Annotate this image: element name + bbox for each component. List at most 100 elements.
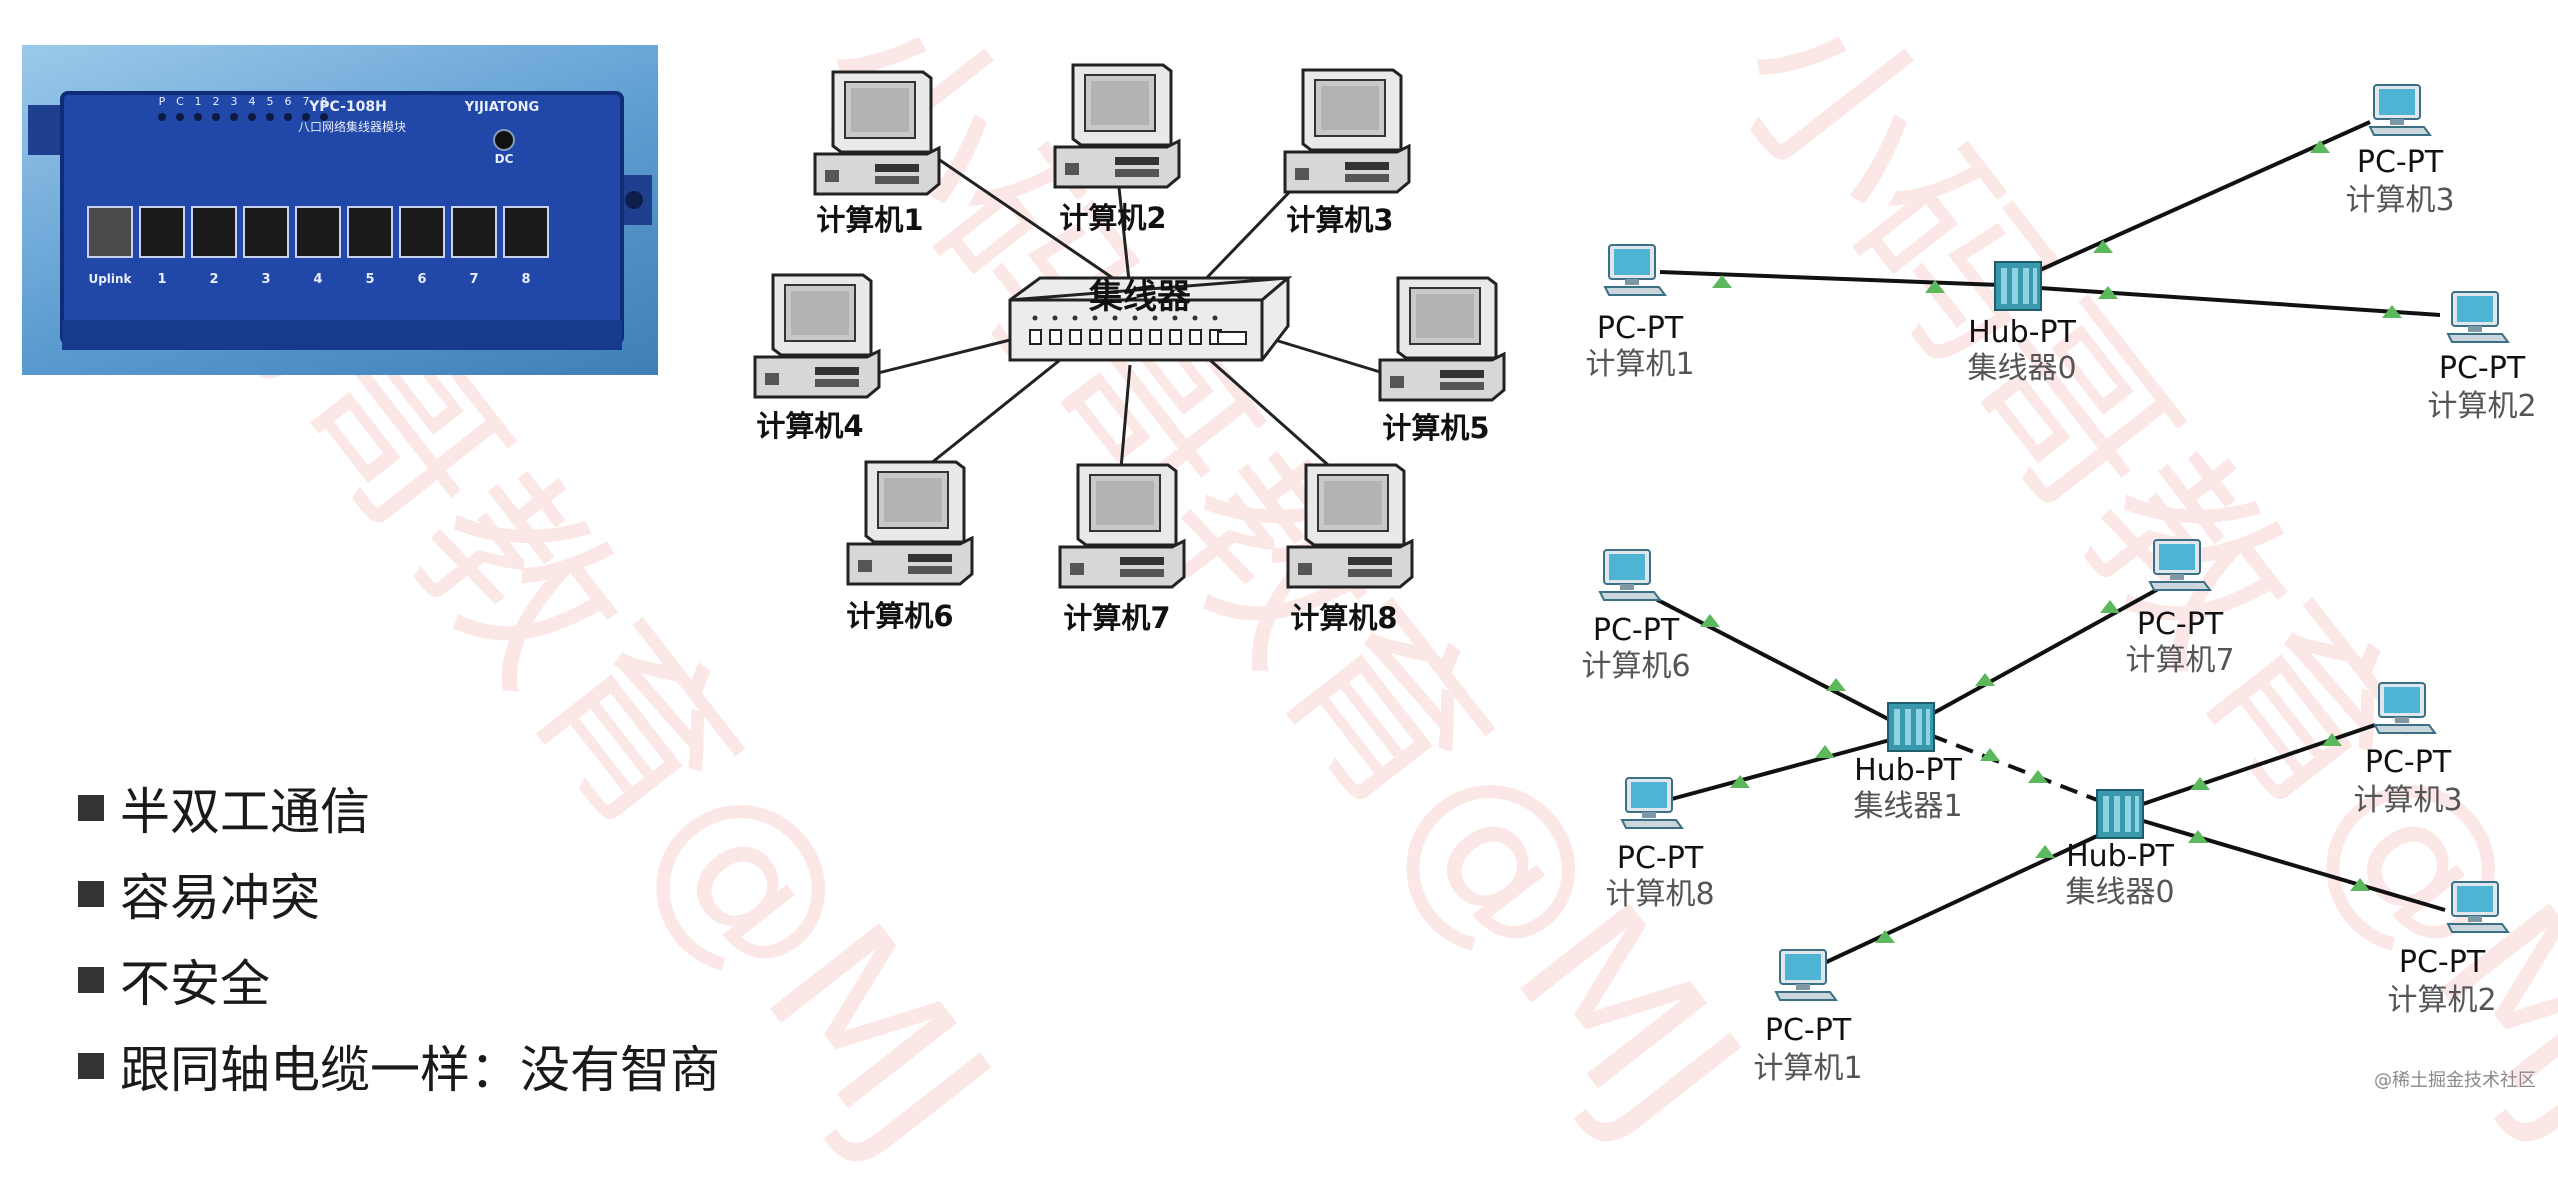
link bbox=[2139, 723, 2376, 807]
pc-icon bbox=[1604, 244, 1666, 296]
hub-ports bbox=[1029, 315, 1247, 345]
device-base bbox=[62, 320, 622, 350]
star-hub-label: 集线器 bbox=[1088, 277, 1192, 317]
pc-type: PC-PT bbox=[1765, 1013, 1852, 1048]
star-pc-5 bbox=[1378, 276, 1506, 402]
pc-icon bbox=[2369, 84, 2431, 136]
star-pc-6 bbox=[846, 460, 974, 586]
link bbox=[924, 148, 1146, 302]
power-label: DC bbox=[495, 152, 514, 166]
hub-led bbox=[1172, 315, 1178, 321]
hub-type: Hub-PT bbox=[1968, 315, 2077, 350]
port-label: 8 bbox=[521, 272, 530, 287]
rj45-port bbox=[451, 206, 497, 258]
hub-led bbox=[1152, 315, 1158, 321]
star-pc-3 bbox=[1283, 68, 1411, 194]
pc-name: 计算机3 bbox=[2345, 183, 2454, 218]
port-label: 5 bbox=[365, 272, 374, 287]
link bbox=[2139, 818, 2446, 912]
led-label: 3 bbox=[231, 95, 238, 108]
link-marker bbox=[1925, 280, 1945, 293]
device-subtitle: 八口网络集线器模块 bbox=[298, 119, 406, 134]
power-jack bbox=[493, 129, 515, 151]
pc-name: 计算机2 bbox=[2387, 983, 2496, 1018]
led-label: 8 bbox=[321, 95, 328, 108]
link bbox=[1274, 338, 1391, 377]
port-label: Uplink bbox=[88, 272, 132, 286]
packet-tracer-two-hubs: PC-PT 计算机6 PC-PT 计算机7 PC-PT 计算机8 PC-PT 计… bbox=[1581, 539, 2509, 1086]
feature-list: 半双工通信 容易冲突 不安全 跟同轴电缆一样：没有智商 bbox=[78, 765, 720, 1109]
packet-tracer-single-hub: PC-PT 计算机1 Hub-PT 集线器0 PC-PT 计算机3 PC-PT … bbox=[1585, 84, 2537, 424]
link bbox=[1659, 270, 2001, 287]
led-indicator bbox=[212, 113, 220, 121]
star-pc-4 bbox=[753, 273, 881, 399]
screw-hole bbox=[625, 191, 643, 209]
list-item: 不安全 bbox=[78, 937, 720, 1023]
pc-icon bbox=[1599, 549, 1661, 601]
link-marker bbox=[1875, 930, 1895, 943]
hub-led bbox=[1092, 315, 1098, 321]
hub-port bbox=[1069, 329, 1082, 345]
link-marker bbox=[2350, 878, 2370, 891]
star-pc-7 bbox=[1058, 463, 1186, 589]
link-marker bbox=[1712, 275, 1732, 288]
rj45-port bbox=[191, 206, 237, 258]
hub-port bbox=[1149, 329, 1162, 345]
list-item-text: 半双工通信 bbox=[120, 783, 370, 841]
hub-led bbox=[1212, 315, 1218, 321]
port-label: 4 bbox=[313, 272, 322, 287]
link bbox=[2039, 286, 2441, 317]
link-marker bbox=[2098, 286, 2118, 299]
hub-port bbox=[1049, 329, 1062, 345]
link-marker bbox=[1730, 775, 1750, 788]
rj45-port bbox=[87, 206, 133, 258]
pc-name: 计算机3 bbox=[2353, 783, 2462, 818]
led-indicator bbox=[302, 113, 310, 121]
rj45-port bbox=[139, 206, 185, 258]
port-label: 2 bbox=[209, 272, 218, 287]
pc-type: PC-PT bbox=[2357, 145, 2444, 180]
led-indicator bbox=[284, 113, 292, 121]
link bbox=[869, 338, 1011, 377]
led-label: P bbox=[159, 95, 166, 108]
star-pc-1 bbox=[813, 70, 941, 196]
pc-type: PC-PT bbox=[2137, 607, 2224, 642]
pc-icon bbox=[2374, 682, 2436, 734]
link-marker bbox=[1975, 673, 1995, 686]
led-label: C bbox=[176, 95, 184, 108]
link-marker bbox=[2382, 305, 2402, 318]
rj45-port bbox=[347, 206, 393, 258]
hub-icon bbox=[1887, 702, 1935, 752]
list-item: 容易冲突 bbox=[78, 851, 720, 937]
pc-icon bbox=[2447, 881, 2509, 933]
hub-name: 集线器0 bbox=[2065, 875, 2174, 910]
star-topology: 集线器 计算机1 计算机2 计算机3 计算机4 计算机5 计算机6 计算机7 计… bbox=[753, 63, 1506, 635]
link-marker bbox=[1815, 745, 1835, 758]
hub-type: Hub-PT bbox=[2066, 839, 2175, 874]
hub-port bbox=[1129, 329, 1142, 345]
link bbox=[1929, 586, 2161, 717]
led-label: 1 bbox=[195, 95, 202, 108]
link-marker bbox=[1826, 678, 1846, 691]
link-marker bbox=[1980, 748, 2000, 761]
led-indicator bbox=[230, 113, 238, 121]
link bbox=[909, 358, 1061, 482]
star-pc-8 bbox=[1286, 463, 1414, 589]
hub-led bbox=[1032, 315, 1038, 321]
hub-uplink-port bbox=[1217, 331, 1247, 345]
link bbox=[1118, 364, 1132, 481]
led-indicator bbox=[320, 113, 328, 121]
rj45-port bbox=[503, 206, 549, 258]
crossover-link bbox=[1929, 733, 2111, 807]
link bbox=[1667, 738, 1891, 802]
device-model: YPC-108H bbox=[308, 99, 387, 115]
led-indicator bbox=[158, 113, 166, 121]
bullet-square-icon bbox=[78, 967, 104, 993]
hub-port bbox=[1089, 329, 1102, 345]
link bbox=[1647, 593, 1891, 722]
list-item: 半双工通信 bbox=[78, 765, 720, 851]
pc-type: PC-PT bbox=[1617, 841, 1704, 876]
link bbox=[1209, 358, 1346, 482]
